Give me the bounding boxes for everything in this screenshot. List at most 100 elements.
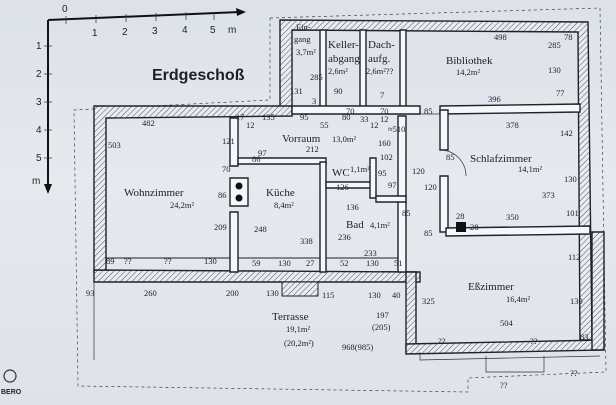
scale-axes: 0 1 2 3 4 5 m 1 2 3 4 5 m — [32, 4, 246, 194]
dim-label: 130 — [368, 290, 381, 300]
scale-vtick-unit: m — [32, 176, 40, 187]
dim-label: 130 — [548, 65, 561, 75]
dim-label: 70 — [346, 106, 355, 116]
dim-label: 101 — [566, 208, 579, 218]
wc-area: 1,1m² — [350, 164, 370, 174]
bad-label: Bad — [346, 219, 364, 231]
scale-tick-1: 1 — [92, 28, 98, 39]
dim-label: 968(985) — [342, 342, 373, 352]
scale-tick-5: 5 — [210, 25, 216, 36]
dim-label: 350 — [506, 212, 519, 222]
dim-label: 97 — [258, 148, 267, 158]
dim-label: 70 — [222, 164, 231, 174]
keller-label-2: abgang — [328, 53, 360, 65]
scale-tick-3: 3 — [152, 26, 158, 37]
dim-label: 260 — [144, 288, 157, 298]
dim-label: ?? — [124, 256, 132, 266]
dim-label: 373 — [542, 190, 555, 200]
keller-area: 2,6m² — [328, 66, 348, 76]
dim-label: 396 — [488, 94, 501, 104]
dim-label: 130 — [278, 258, 291, 268]
dim-label: 209 — [214, 222, 227, 232]
bad-area: 4,1m² — [370, 220, 390, 230]
dim-label: ?? — [438, 336, 446, 346]
terrasse-area-1: 19,1m² — [286, 324, 310, 334]
eingang-area: 3,7m² — [296, 47, 316, 57]
keller-label-1: Keller- — [328, 39, 359, 51]
scale-tick-unit: m — [228, 25, 236, 36]
dim-label: 130 — [266, 288, 279, 298]
dim-label: 112 — [568, 252, 580, 262]
eingang-label-1: Ein- — [296, 22, 311, 32]
bero-logo: BERO — [1, 369, 22, 396]
dim-label: 121 — [222, 136, 235, 146]
dim-label: ?? — [164, 256, 172, 266]
dim-label: ?? — [500, 380, 508, 390]
plan-title: Erdgeschoß — [152, 67, 245, 84]
dim-label: 130 — [570, 296, 583, 306]
dim-label: 86 — [218, 190, 227, 200]
dim-label: 52 — [340, 258, 349, 268]
dim-label: 12 — [246, 120, 255, 130]
dim-label: 3 — [312, 96, 316, 106]
terrasse-area-2: (20,2m²) — [284, 338, 314, 348]
scale-tick-4: 4 — [182, 25, 188, 36]
dim-label: 212 — [306, 144, 319, 154]
dim-label: 85 — [446, 152, 455, 162]
dim-label: 95 — [300, 112, 309, 122]
dim-label: 33 — [360, 114, 369, 124]
esszimmer-label: Eßzimmer — [468, 281, 514, 293]
dim-label: 248 — [254, 224, 267, 234]
dim-label: 482 — [142, 118, 155, 128]
bibliothek-label: Bibliothek — [446, 55, 493, 67]
dim-label: 28 — [456, 211, 465, 221]
dim-label: ?? — [530, 336, 538, 346]
dim-label: 504 — [500, 318, 514, 328]
dim-label: 102 — [380, 152, 393, 162]
dim-label: 197 — [376, 310, 389, 320]
inner-walls — [93, 29, 601, 373]
kueche-area: 8,4m² — [274, 200, 294, 210]
dim-label: 130 — [204, 256, 217, 266]
wohnzimmer-label: Wohnzimmer — [124, 187, 184, 199]
esszimmer-area: 16,4m² — [506, 294, 530, 304]
dim-label: 285 — [548, 40, 561, 50]
dim-label: 97 — [388, 180, 397, 190]
dim-label: 17 — [236, 112, 245, 122]
vorraum-area: 13,0m² — [332, 134, 356, 144]
dim-label: 40 — [392, 290, 401, 300]
dim-label: 59 — [252, 258, 261, 268]
dim-label: 233 — [364, 248, 377, 258]
dim-label: 83 — [580, 332, 589, 342]
dim-label: 27 — [306, 258, 315, 268]
dim-label: 95 — [378, 168, 387, 178]
dim-label: 325 — [422, 296, 435, 306]
scale-vtick-1: 1 — [36, 41, 42, 52]
dim-label: (205) — [372, 322, 391, 332]
scale-vtick-2: 2 — [36, 69, 42, 80]
wc-label: WC — [332, 167, 350, 179]
dim-label: 89 — [106, 256, 115, 266]
dimension-labels: 498 285 78 130 77 396 378 142 130 373 10… — [86, 32, 589, 390]
dim-label: 135 — [262, 112, 275, 122]
dim-label: 338 — [300, 236, 313, 246]
scale-vtick-4: 4 — [36, 125, 42, 136]
eingang-label-2: gang — [294, 34, 311, 44]
dim-label: 130 — [366, 258, 379, 268]
dim-label: 160 — [378, 138, 391, 148]
dim-label: 498 — [494, 32, 507, 42]
wohnzimmer-area: 24,2m² — [170, 200, 194, 210]
dim-label: 200 — [226, 288, 239, 298]
dim-label: 93 — [86, 288, 95, 298]
dim-label: 120 — [412, 166, 425, 176]
kueche-label: Küche — [266, 187, 295, 199]
scale-vtick-3: 3 — [36, 97, 42, 108]
dim-label: 85 — [424, 106, 433, 116]
scale-tick-2: 2 — [122, 27, 128, 38]
dim-label: 7 — [380, 90, 384, 100]
dim-label: 126 — [336, 182, 349, 192]
dim-label: 90 — [334, 86, 343, 96]
schlafzimmer-area: 14,1m² — [518, 164, 542, 174]
